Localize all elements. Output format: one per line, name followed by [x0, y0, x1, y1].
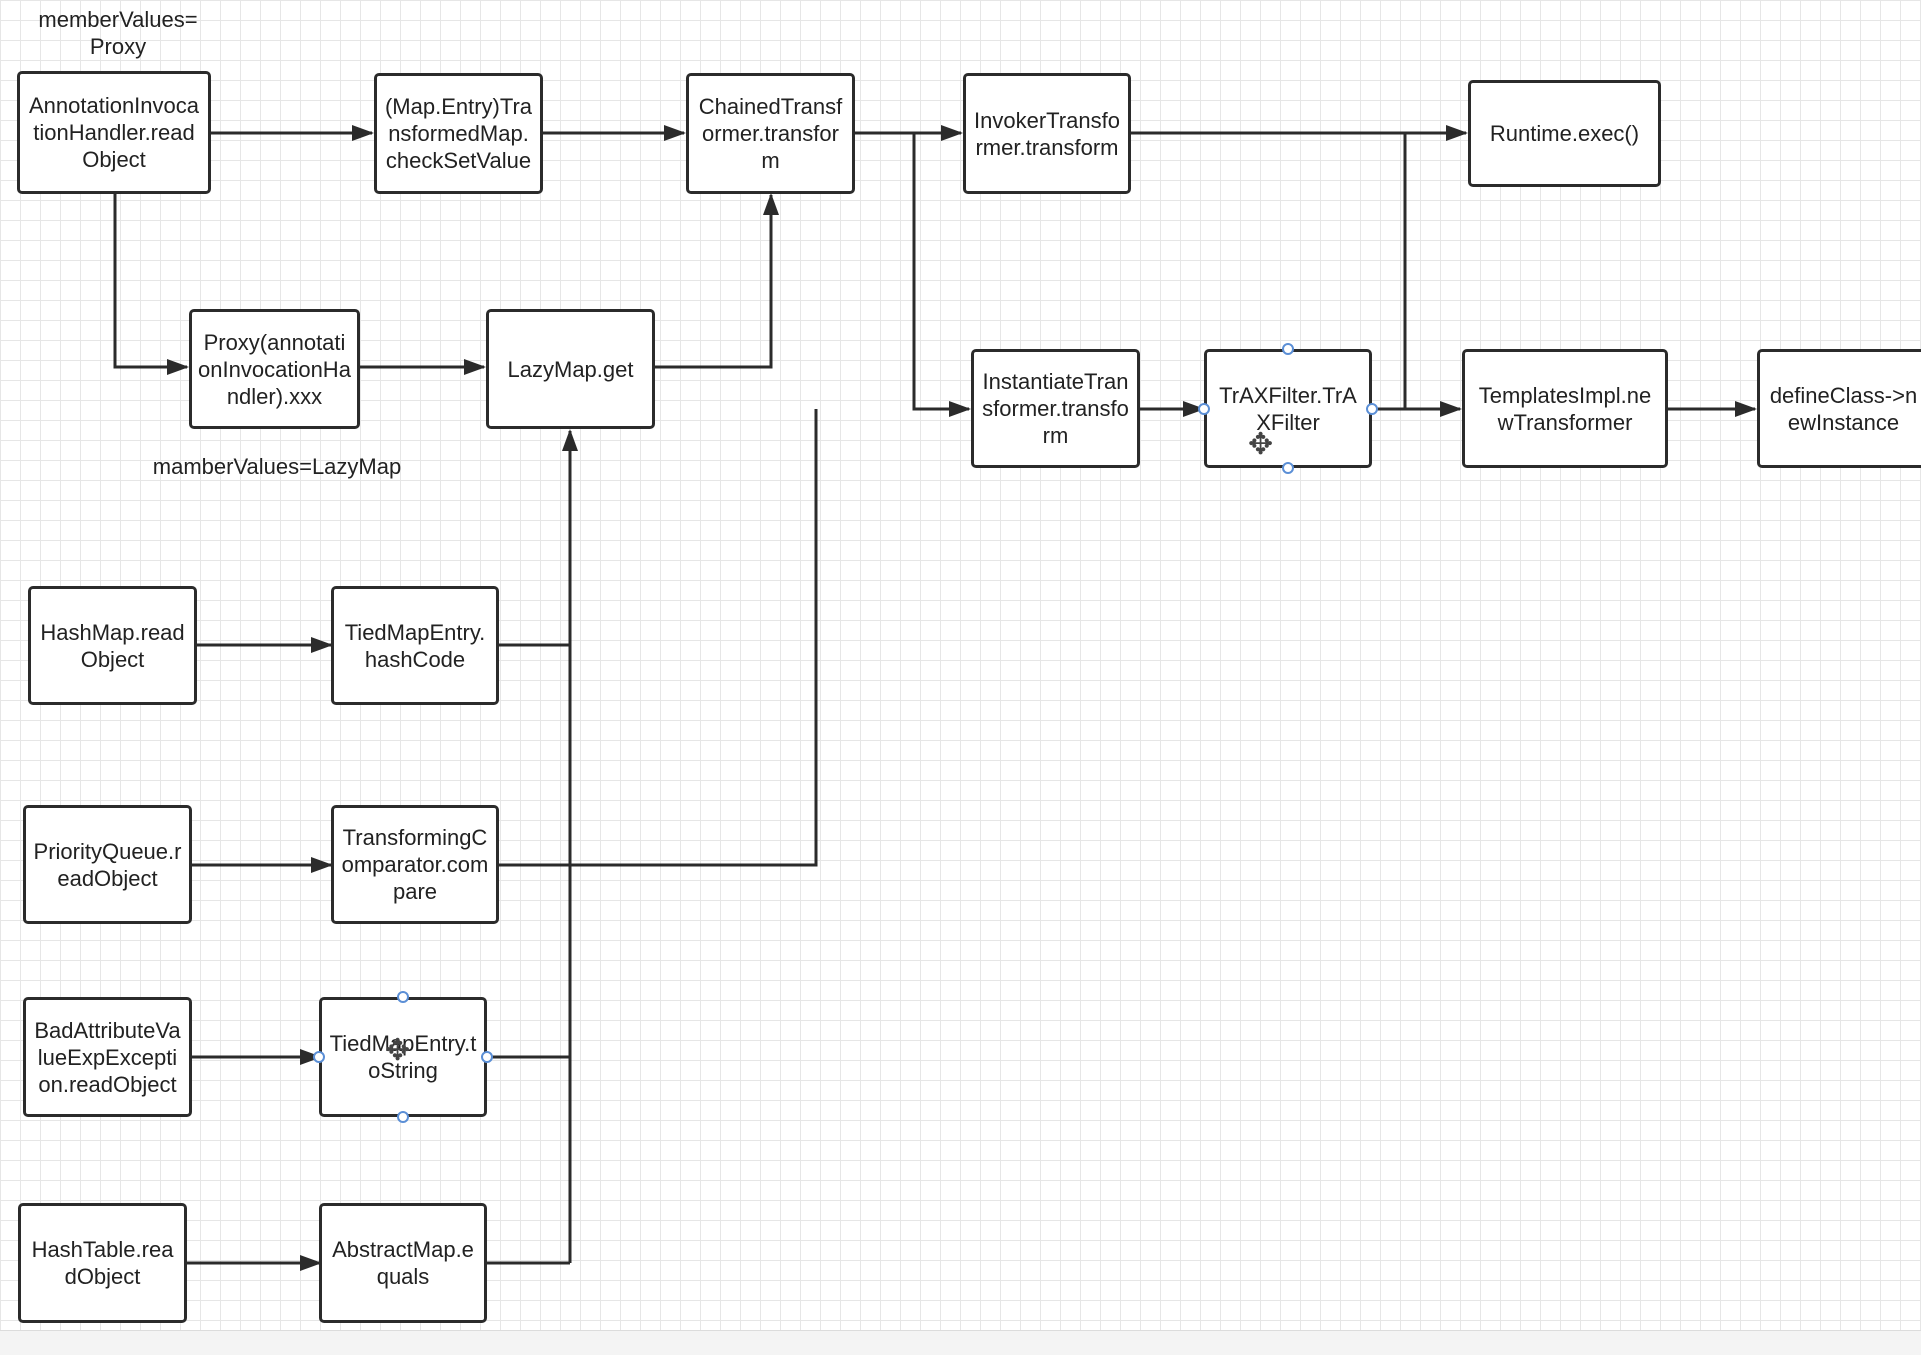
node-chainedtransformer-transform[interactable]: ChainedTransformer.transform — [686, 73, 855, 194]
node-label: ChainedTransformer.transform — [698, 94, 843, 173]
node-annotation-invocation-handler-readobject[interactable]: AnnotationInvocationHandler.readObject — [17, 71, 211, 194]
selection-handle-right[interactable] — [1366, 403, 1378, 415]
node-tiedmapentry-hashcode[interactable]: TiedMapEntry.hashCode — [331, 586, 499, 705]
node-label: defineClass->newInstance — [1769, 382, 1918, 435]
node-invokertransformer-transform[interactable]: InvokerTransformer.transform — [963, 73, 1131, 194]
node-label: AnnotationInvocationHandler.readObject — [28, 93, 200, 172]
node-label: TiedMapEntry.toString — [329, 1031, 477, 1083]
node-label: LazyMap.get — [507, 356, 634, 382]
node-transformedmap-checksetvalue[interactable]: (Map.Entry)TransformedMap.checkSetValue — [374, 73, 543, 194]
node-hashmap-readobject[interactable]: HashMap.readObject — [28, 586, 197, 705]
move-cursor-icon: ✥ — [1248, 428, 1274, 461]
arrow-chained-to-instantiate[interactable] — [912, 133, 971, 417]
node-abstractmap-equals[interactable]: AbstractMap.equals — [319, 1203, 487, 1323]
move-cursor-icon: ✥ — [385, 1034, 411, 1067]
selection-handle-left[interactable] — [1198, 403, 1210, 415]
canvas-bottom-edge — [0, 1330, 1921, 1355]
node-hashtable-readobject[interactable]: HashTable.readObject — [18, 1203, 187, 1323]
node-runtime-exec[interactable]: Runtime.exec() — [1468, 80, 1661, 187]
annotation-member-values-proxy: memberValues= Proxy — [38, 7, 198, 59]
node-traxfilter[interactable]: TrAXFilter.TrAXFilter — [1204, 349, 1372, 468]
node-label: Proxy(annotationInvocationHandler).xxx — [198, 329, 351, 409]
annotation-member-values-lazymap: mamberValues=LazyMap — [152, 454, 402, 479]
node-label: (Map.Entry)TransformedMap.checkSetValue — [384, 94, 533, 173]
arrow-comparator-to-instantiate[interactable] — [499, 409, 818, 867]
node-label: TransformingComparator.compare — [341, 825, 489, 904]
selection-handle-left[interactable] — [313, 1051, 325, 1063]
selection-handle-bottom[interactable] — [1282, 462, 1294, 474]
arrow-lazymap-to-chained[interactable] — [655, 193, 779, 369]
arrow-annotation-to-proxy[interactable] — [113, 194, 189, 375]
node-templatesimpl-newtransformer[interactable]: TemplatesImpl.newTransformer — [1462, 349, 1668, 468]
node-label: Runtime.exec() — [1489, 121, 1640, 146]
selection-handle-top[interactable] — [397, 991, 409, 1003]
node-proxy-annotationinvocationhandler[interactable]: Proxy(annotationInvocationHandler).xxx — [189, 309, 360, 429]
node-label: AbstractMap.equals — [332, 1237, 474, 1289]
node-label: InvokerTransformer.transform — [974, 107, 1120, 160]
selection-handle-right[interactable] — [481, 1051, 493, 1063]
node-label: TemplatesImpl.newTransformer — [1478, 382, 1652, 435]
node-instantiatetransformer-transform[interactable]: InstantiateTransformer.transform — [971, 349, 1140, 468]
node-label: InstantiateTransformer.transform — [982, 369, 1129, 448]
selection-handle-top[interactable] — [1282, 343, 1294, 355]
selection-handle-bottom[interactable] — [397, 1111, 409, 1123]
node-label: TiedMapEntry.hashCode — [344, 619, 486, 672]
node-priorityqueue-readobject[interactable]: PriorityQueue.readObject — [23, 805, 192, 924]
node-label: BadAttributeValueExpException.readObject — [34, 1017, 181, 1097]
node-label: HashMap.readObject — [40, 619, 185, 672]
node-transformingcomparator-compare[interactable]: TransformingComparator.compare — [331, 805, 499, 924]
node-label: PriorityQueue.readObject — [33, 838, 182, 891]
node-lazymap-get[interactable]: LazyMap.get — [486, 309, 655, 429]
node-defineclass-newinstance[interactable]: defineClass->newInstance — [1757, 349, 1921, 468]
node-badattributevalueexpexception-readobject[interactable]: BadAttributeValueExpException.readObject — [23, 997, 192, 1117]
node-label: HashTable.readObject — [31, 1237, 174, 1289]
node-label: TrAXFilter.TrAXFilter — [1219, 382, 1357, 435]
